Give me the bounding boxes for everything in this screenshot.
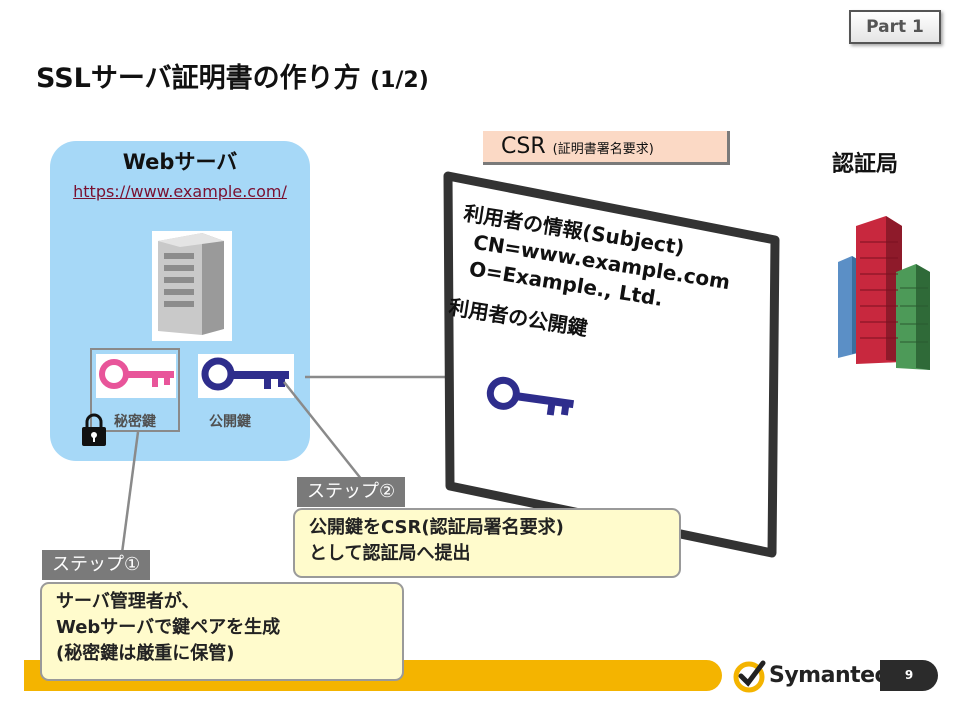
page-title: SSLサーバ証明書の作り方 (1/2) [36,56,429,95]
part-label: Part 1 [849,10,941,44]
step1-leader-line [120,431,140,554]
server-icon [152,231,232,341]
step2-line: 公開鍵をCSR(認証局署名要求) [309,517,564,538]
symantec-logo-text: Symantec. [769,663,895,688]
step1-line: サーバ管理者が、 [56,591,200,612]
csr-label-note: (証明書署名要求) [552,142,654,157]
step1-tag: ステップ① [42,550,151,580]
web-server-url[interactable]: https://www.example.com/ [73,182,287,201]
step2-callout: 公開鍵をCSR(認証局署名要求) として認証局へ提出 [293,508,681,578]
public-key-icon [201,357,289,391]
private-key-label: 秘密鍵 [114,414,156,430]
page-number: 9 [880,660,938,691]
private-key-frame [90,348,180,432]
private-key-icon [99,359,174,389]
ca-label: 認証局 [832,152,899,177]
step2-leader-line [283,381,363,481]
public-key-label: 公開鍵 [209,414,251,430]
step1-line: Webサーバで鍵ペアを生成 [56,617,281,638]
web-server-title: Webサーバ [122,150,238,174]
title-sub: (1/2) [370,68,429,93]
step2-line: として認証局へ提出 [309,543,471,564]
symantec-check-icon [733,660,766,693]
step2-tag: ステップ② [297,477,406,507]
title-main: SSLサーバ証明書の作り方 [36,63,361,94]
padlock-icon [82,413,106,446]
step1-line: (秘密鍵は厳重に保管) [56,643,235,664]
csr-label: CSR (証明書署名要求) [483,131,730,165]
csr-label-text: CSR [501,134,546,159]
csr-public-key-icon [486,376,575,416]
ca-buildings-icon [838,216,930,370]
csr-document [443,171,780,558]
step1-callout: サーバ管理者が、 Webサーバで鍵ペアを生成 (秘密鍵は厳重に保管) [40,582,404,681]
